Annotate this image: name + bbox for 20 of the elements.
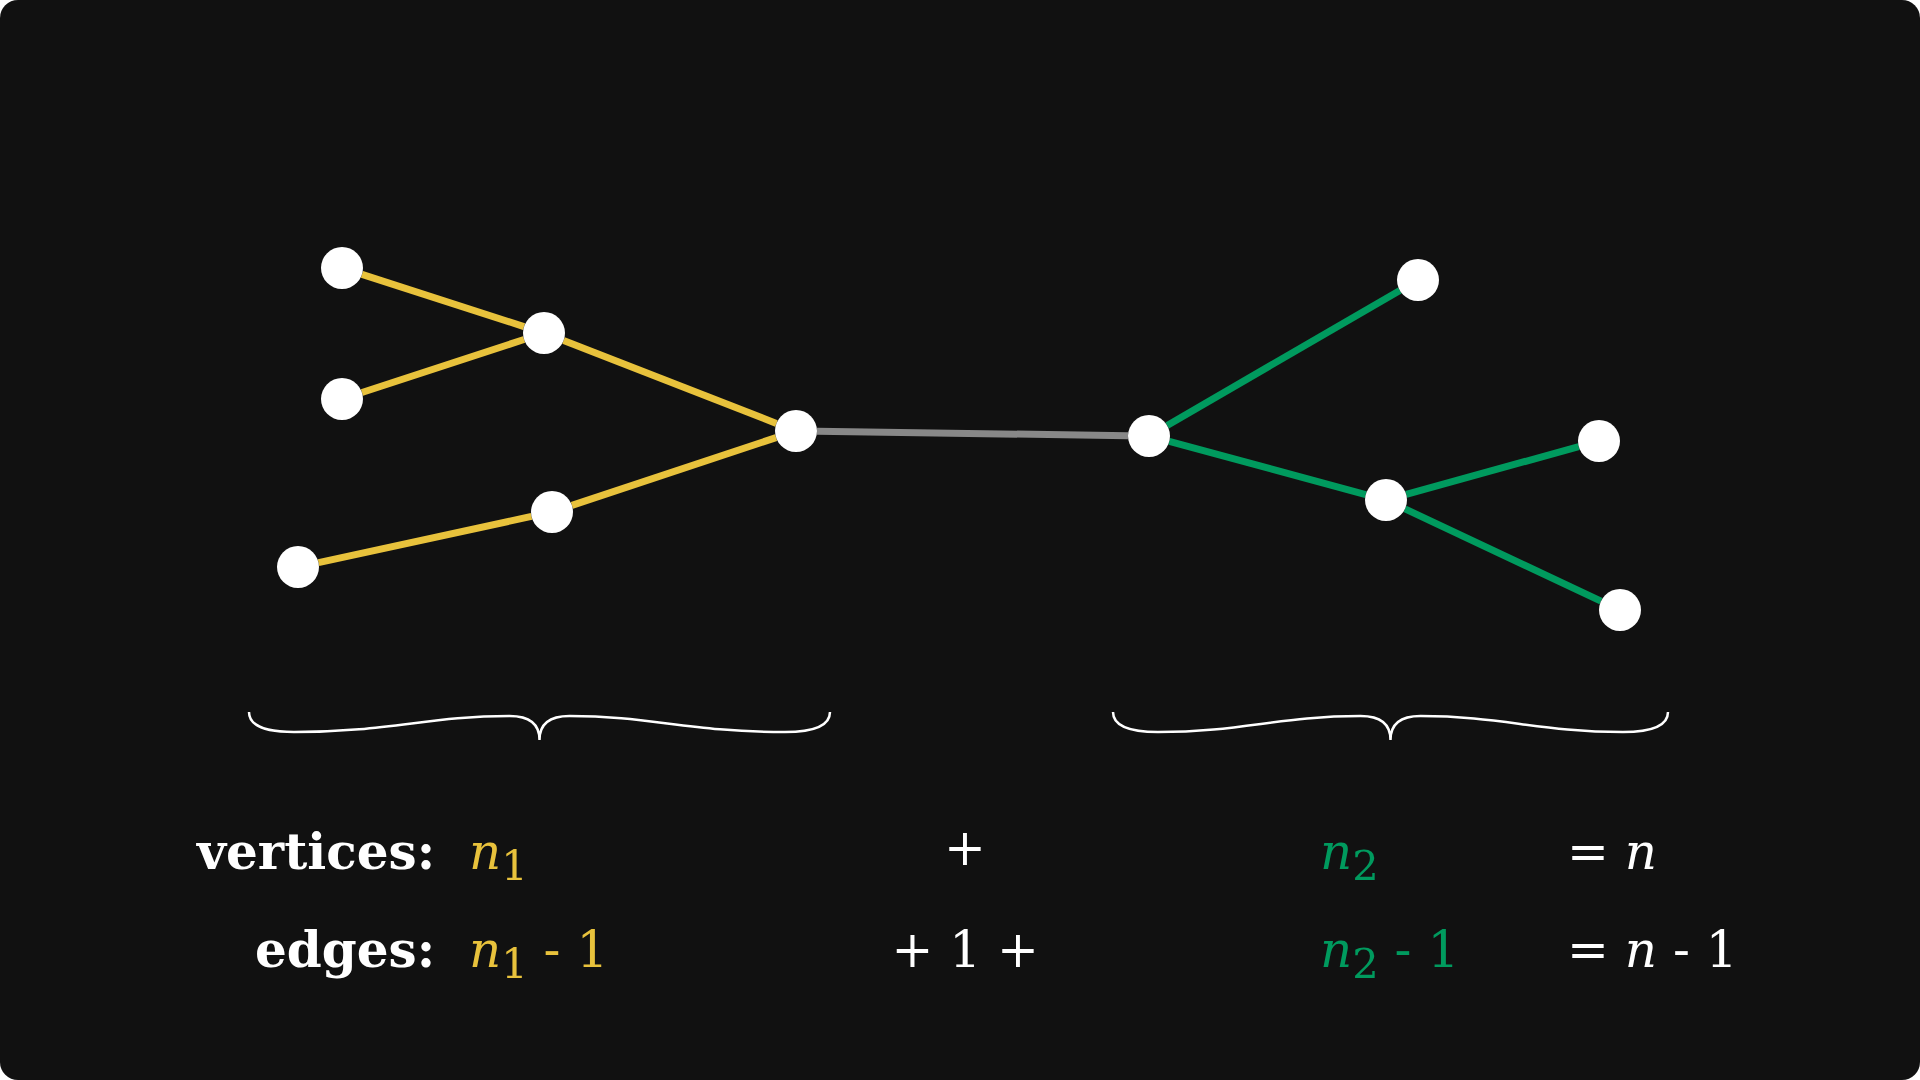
plus-sign: + bbox=[944, 818, 986, 878]
math-term: n$_{1}$ bbox=[469, 822, 528, 892]
math-term: = n - 1 bbox=[1567, 920, 1738, 980]
tree-edge bbox=[360, 336, 526, 396]
row-heading: vertices: bbox=[197, 822, 436, 882]
row-heading: edges: bbox=[255, 920, 436, 980]
tree-edge bbox=[1165, 287, 1402, 429]
math-term: = n bbox=[1567, 822, 1657, 882]
math-term: + 1 + bbox=[891, 920, 1039, 980]
math-term: n$_{1}$ - 1 bbox=[469, 920, 609, 990]
tree-edge bbox=[317, 513, 533, 566]
tree-edge bbox=[816, 427, 1129, 440]
tree-edge bbox=[1403, 505, 1603, 605]
math-term: n$_{2}$ - 1 bbox=[1320, 920, 1460, 990]
tree-edge bbox=[562, 337, 778, 427]
math-term: n$_{2}$ bbox=[1320, 822, 1379, 892]
tree-edge bbox=[360, 271, 526, 330]
tree-edge bbox=[1168, 438, 1367, 498]
tree-edge bbox=[570, 434, 778, 509]
tree-edge bbox=[1405, 443, 1580, 498]
